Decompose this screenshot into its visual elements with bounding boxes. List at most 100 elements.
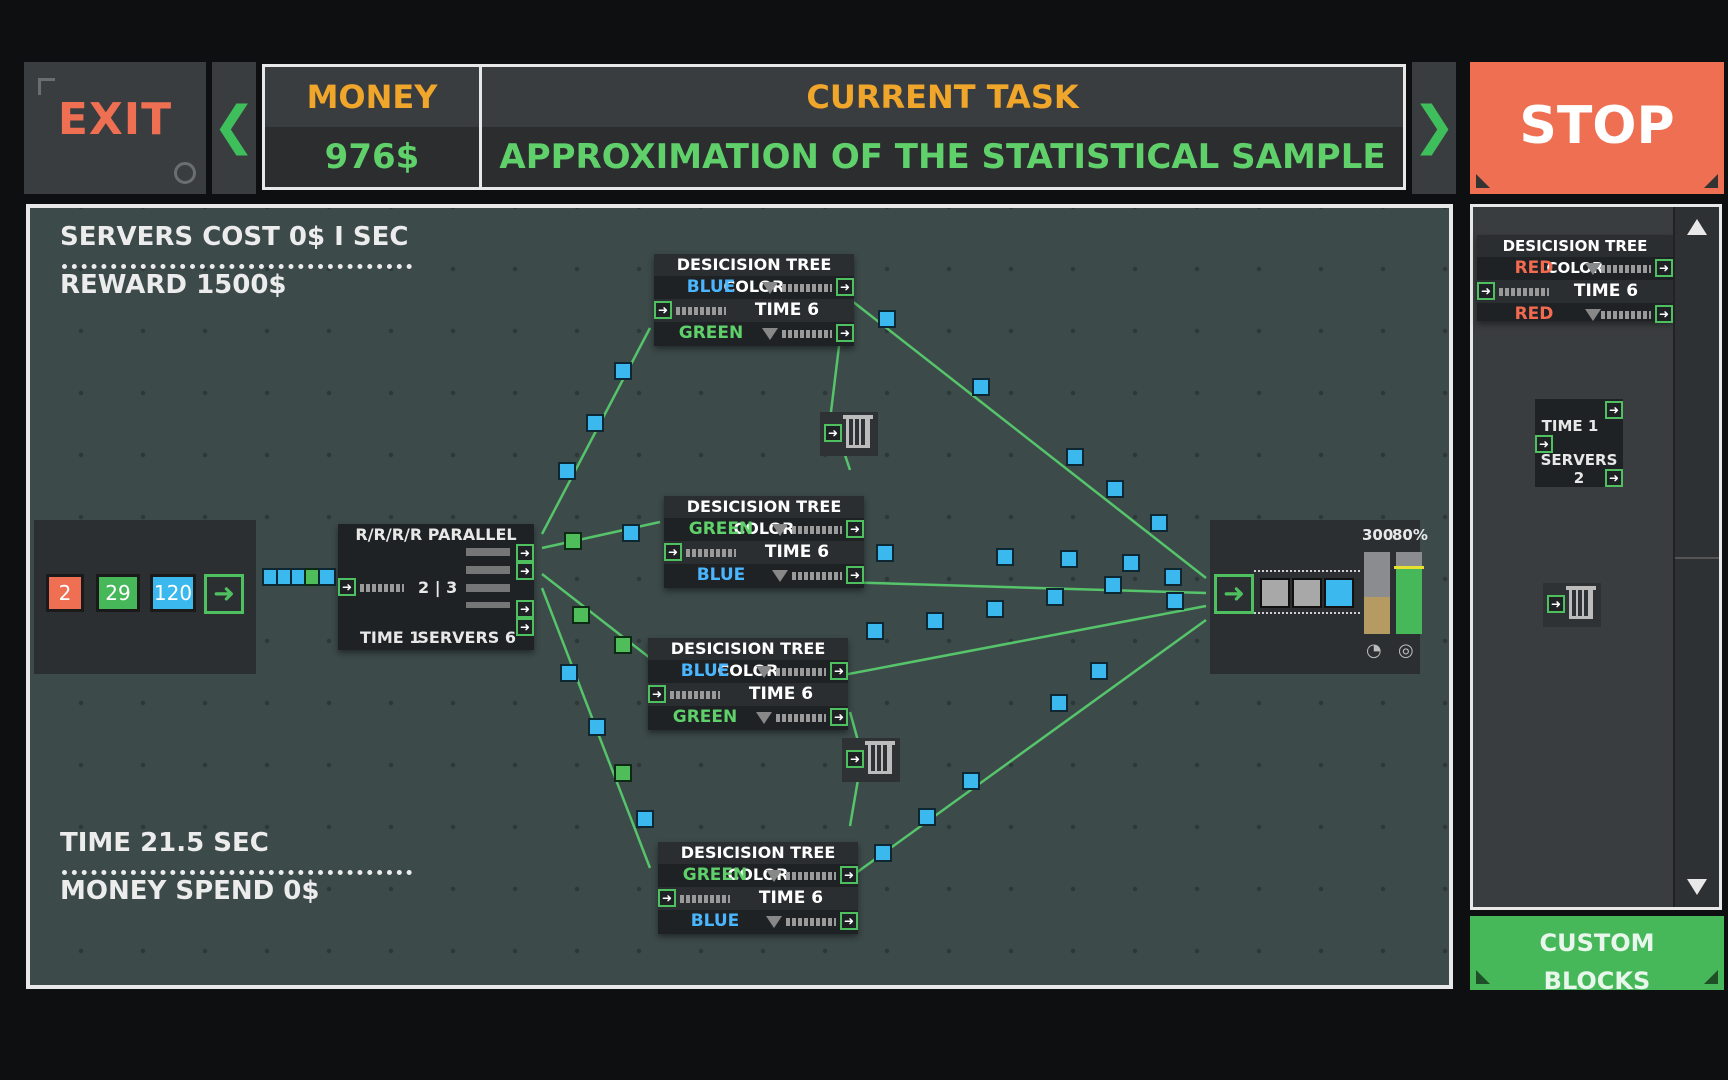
trash-block[interactable]: ➜ — [820, 412, 878, 456]
decision-tree-title: DESICISION TREE COLOR — [654, 254, 854, 296]
output-port[interactable]: ➜ — [836, 278, 854, 296]
output-slot — [1292, 578, 1322, 608]
dropdown-icon[interactable] — [772, 524, 788, 536]
palette-trash-block[interactable]: ➜ — [1543, 583, 1601, 627]
output-port[interactable]: ➜ — [840, 912, 858, 930]
exit-button[interactable]: EXIT — [24, 62, 206, 194]
dropdown-icon[interactable] — [762, 282, 778, 294]
decision-tree-title: DESICISION TREE COLOR — [664, 496, 864, 538]
scroll-down-icon[interactable] — [1687, 879, 1707, 895]
data-packet — [1050, 694, 1068, 712]
decision-tree-block[interactable]: DESICISION TREE COLOR GREEN➜ ➜TIME 6 BLU… — [658, 842, 858, 934]
dropdown-icon[interactable] — [756, 712, 772, 724]
output-port[interactable]: ➜ — [836, 324, 854, 342]
exit-label: EXIT — [57, 94, 173, 145]
data-packet — [560, 664, 578, 682]
decision-tree-block[interactable]: DESICISION TREE COLOR BLUE➜ ➜TIME 6 GREE… — [648, 638, 848, 730]
workflow-canvas[interactable]: SERVERS COST 0$ I SEC REWARD 1500$ TIME … — [26, 204, 1453, 989]
money-label: MONEY — [265, 67, 479, 127]
output-port[interactable]: ➜ — [1655, 259, 1673, 277]
palette-server-block[interactable]: ➜ TIME 1 ➜ SERVERS 2 ➜ — [1535, 399, 1623, 487]
dropdown-icon[interactable] — [766, 916, 782, 928]
trash-icon — [1569, 589, 1593, 619]
decision-tree-title: DESICISION TREE COLOR — [658, 842, 858, 884]
output-port[interactable]: ➜ — [830, 708, 848, 726]
palette-decision-tree[interactable]: DESICISION TREE COLOR RED➜ ➜TIME 6 RED➜ — [1477, 235, 1673, 324]
branch-option: RED — [1514, 258, 1554, 278]
dropdown-icon[interactable] — [772, 570, 788, 582]
output-port[interactable]: ➜ — [846, 520, 864, 538]
scroll-up-icon[interactable] — [1687, 219, 1707, 235]
input-port[interactable]: ➜ — [1535, 435, 1553, 453]
decision-tree-block[interactable]: DESICISION TREE COLOR BLUE➜ ➜TIME 6 GREE… — [654, 254, 854, 346]
dropdown-icon[interactable] — [766, 870, 782, 882]
data-packet — [564, 532, 582, 550]
capacity-bars — [360, 584, 404, 592]
red-count: 2 — [46, 574, 84, 612]
prev-task-button[interactable]: ❮ — [212, 62, 256, 194]
branch-option: BLUE — [696, 565, 746, 585]
block-palette[interactable]: DESICISION TREE COLOR RED➜ ➜TIME 6 RED➜ … — [1470, 204, 1722, 910]
dropdown-icon[interactable] — [762, 328, 778, 340]
data-packet — [614, 362, 632, 380]
input-port[interactable]: ➜ — [846, 750, 864, 768]
parallel-servers: SERVERS 6 — [417, 628, 516, 647]
custom-blocks-button[interactable]: CUSTOM BLOCKS — [1470, 916, 1724, 995]
decision-tree-block[interactable]: DESICISION TREE COLOR GREEN➜ ➜TIME 6 BLU… — [664, 496, 864, 588]
data-packet — [866, 622, 884, 640]
input-port[interactable]: ➜ — [1547, 595, 1565, 613]
dropdown-icon[interactable] — [756, 666, 772, 678]
input-port[interactable]: ➜ — [654, 301, 672, 319]
scroll-thumb-edge — [1675, 557, 1719, 559]
parallel-time: TIME 1 — [360, 628, 421, 647]
output-port[interactable]: ➜ — [830, 662, 848, 680]
output-port[interactable]: ➜ — [516, 618, 534, 636]
data-packet — [1164, 568, 1182, 586]
queue-item — [318, 568, 336, 586]
output-block[interactable]: ➜ 300 80% ◔ ◎ — [1210, 520, 1428, 674]
accuracy-bar — [1394, 552, 1424, 634]
output-port[interactable]: ➜ — [1605, 469, 1623, 487]
custom-blocks-label-1: CUSTOM — [1539, 929, 1655, 957]
output-port[interactable]: ➜ — [846, 566, 864, 584]
input-port[interactable]: ➜ — [824, 424, 842, 442]
accuracy-bar-fill — [1396, 568, 1422, 634]
trash-icon — [868, 744, 892, 774]
input-port[interactable]: ➜ — [658, 889, 676, 907]
data-packet — [878, 310, 896, 328]
money-spend-text: MONEY SPEND 0$ — [60, 876, 320, 906]
data-packet — [1104, 576, 1122, 594]
dropdown-icon[interactable] — [1585, 263, 1601, 275]
input-port[interactable]: ➜ — [648, 685, 666, 703]
dropdown-icon[interactable] — [1585, 309, 1601, 321]
input-port[interactable]: ➜ — [338, 578, 356, 596]
input-port[interactable]: ➜ — [1477, 282, 1495, 300]
task-panel: MONEY 976$ CURRENT TASK APPROXIMATION OF… — [262, 64, 1406, 190]
arrow-right-icon[interactable]: ➜ — [204, 574, 244, 614]
output-port[interactable]: ➜ — [1605, 401, 1623, 419]
output-port[interactable]: ➜ — [516, 544, 534, 562]
speed-bar — [1364, 552, 1390, 634]
custom-blocks-label-2: BLOCKS — [1543, 967, 1651, 995]
parallel-title: R/R/R/R PARALLEL — [355, 525, 517, 544]
source-block[interactable]: 2 29 120 ➜ — [34, 520, 256, 674]
corner-triangle-icon — [1704, 970, 1718, 984]
output-port[interactable]: ➜ — [516, 562, 534, 580]
branch-option: GREEN — [672, 707, 738, 727]
decision-tree-title: DESICISION TREE COLOR — [648, 638, 848, 680]
stop-label: STOP — [1519, 96, 1675, 156]
trash-block[interactable]: ➜ — [842, 738, 900, 782]
output-port[interactable]: ➜ — [840, 866, 858, 884]
palette-scrollbar[interactable] — [1673, 207, 1719, 907]
branch-option: GREEN — [682, 865, 748, 885]
data-packet — [996, 548, 1014, 566]
parallel-block[interactable]: R/R/R/R PARALLEL ➜ 2 | 3 ➜ ➜ ➜ ➜ TIME 1 … — [338, 524, 534, 650]
arrow-right-icon[interactable]: ➜ — [1214, 574, 1254, 614]
output-port[interactable]: ➜ — [516, 600, 534, 618]
stop-button[interactable]: STOP — [1470, 62, 1724, 194]
next-task-button[interactable]: ❯ — [1412, 62, 1456, 194]
divider — [62, 264, 412, 269]
data-packet — [1066, 448, 1084, 466]
input-port[interactable]: ➜ — [664, 543, 682, 561]
output-port[interactable]: ➜ — [1655, 305, 1673, 323]
